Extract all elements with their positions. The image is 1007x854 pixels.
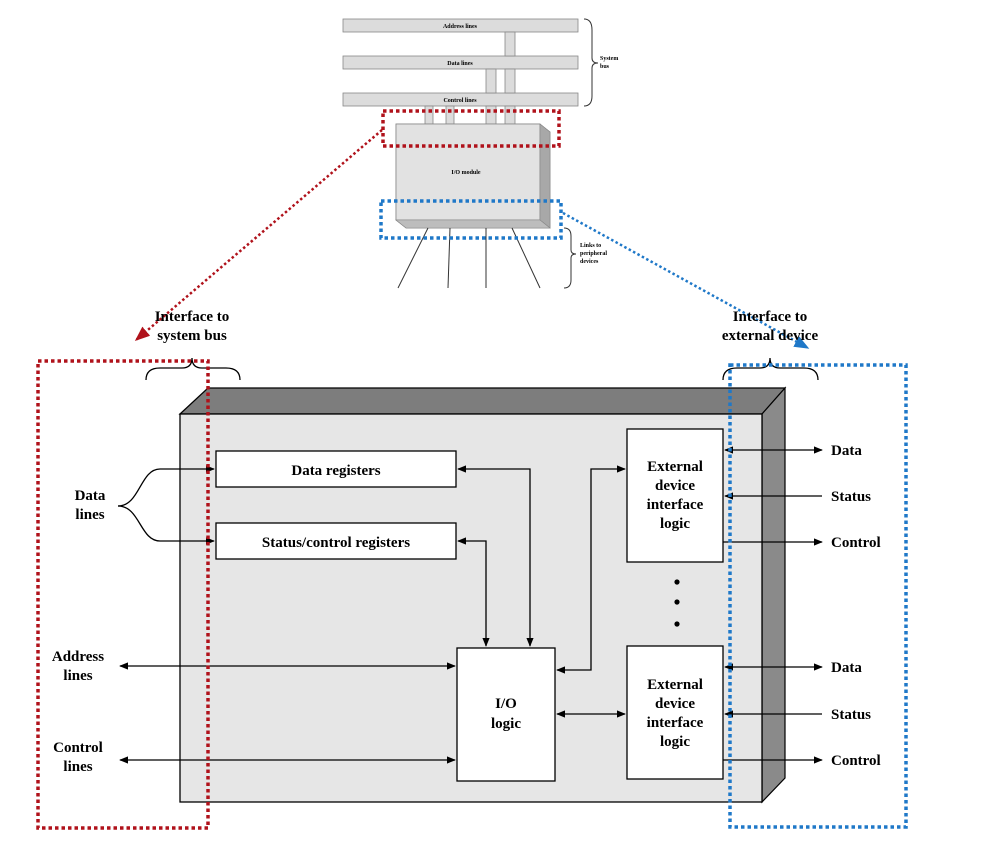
status-control-registers-label: Status/control registers: [262, 535, 410, 551]
status-control-registers-box: [215, 522, 457, 560]
ellipsis-dot: [674, 621, 680, 627]
data-registers-box: [215, 450, 457, 488]
right-data-label-2: Data: [831, 660, 862, 676]
system-bus-label-2: bus: [600, 64, 610, 70]
panel-top-face: [178, 387, 787, 415]
status-reg-to-logic: [457, 537, 490, 647]
address-bus-bar: [342, 18, 579, 33]
address-lines-label-2: lines: [63, 668, 92, 684]
io-logic-box: [456, 647, 556, 782]
data-lines-fork: [117, 465, 215, 507]
interface-system-bus-label-1: Interface to: [155, 309, 230, 325]
interface-external-label-2: external device: [722, 328, 819, 344]
ext2-label-2: device: [655, 696, 695, 712]
address-lines-label: Address lines: [443, 24, 478, 30]
external-device-logic-box-2: [626, 645, 724, 780]
left-brace: [145, 357, 241, 381]
right-control-label-1: Control: [831, 535, 881, 551]
ellipsis-dot: [674, 579, 680, 585]
io-module-small-box: [395, 123, 541, 221]
ext1-label-1: External: [647, 459, 703, 475]
links-label-1: Links to: [580, 243, 601, 249]
data-reg-to-logic: [457, 465, 534, 647]
address-lines-label-1: Address: [52, 649, 104, 665]
red-pointer-arrow: [134, 129, 383, 341]
control-bus-bar: [342, 92, 579, 107]
peripheral-highlight: [379, 199, 563, 240]
io-logic-label-2: logic: [491, 716, 521, 732]
data-lines-label-2: lines: [75, 507, 104, 523]
io-logic-label-1: I/O: [495, 696, 517, 712]
data-lines-label-1: Data: [75, 488, 106, 504]
system-bus-figure: Address lines Data lines Control lines S…: [342, 18, 618, 289]
ext2-label-1: External: [647, 677, 703, 693]
control-lines-label-2: lines: [63, 759, 92, 775]
system-bus-interface-box: [36, 359, 210, 830]
external-device-interface-box: [728, 363, 908, 829]
interface-external-label-1: Interface to: [733, 309, 808, 325]
data-bus-bar: [342, 55, 579, 70]
ext1-label-4: logic: [660, 516, 690, 532]
data-lines-label: Data lines: [447, 61, 473, 67]
control-lines-label-1: Control: [53, 740, 103, 756]
control-lines-label: Control lines: [443, 98, 477, 104]
right-status-label-1: Status: [831, 489, 871, 505]
external-device-logic-box-1: [626, 428, 724, 563]
links-label-2: peripheral: [580, 251, 607, 257]
logic-to-ext1: [556, 465, 626, 674]
right-control-label-2: Control: [831, 753, 881, 769]
io-module-label: I/O module: [451, 170, 481, 176]
links-label-3: devices: [580, 259, 599, 265]
ext1-label-3: interface: [647, 497, 704, 513]
right-status-label-2: Status: [831, 707, 871, 723]
ext2-label-4: logic: [660, 734, 690, 750]
data-registers-label: Data registers: [291, 463, 380, 479]
system-bus-label-1: System: [600, 56, 618, 62]
interface-system-bus-label-2: system bus: [157, 328, 227, 344]
ellipsis-dot: [674, 599, 680, 605]
blue-pointer-arrow: [562, 211, 810, 350]
ext2-label-3: interface: [647, 715, 704, 731]
right-data-label-1: Data: [831, 443, 862, 459]
system-bus-highlight: [381, 109, 561, 148]
ext1-label-2: device: [655, 478, 695, 494]
right-brace: [722, 357, 819, 381]
